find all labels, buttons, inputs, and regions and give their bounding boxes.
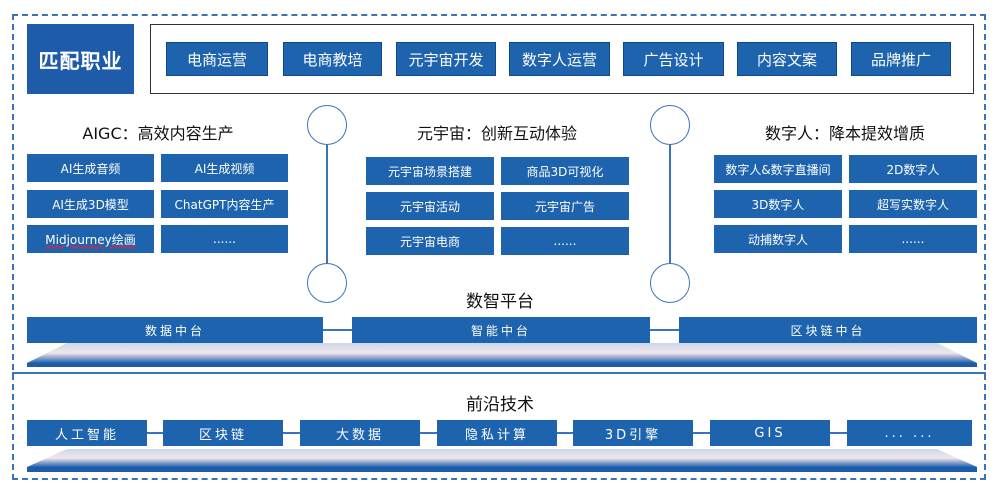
tag-item[interactable]: ...... bbox=[849, 225, 977, 253]
section-title-metaverse: 元宇宙：创新互动体验 bbox=[416, 124, 577, 143]
tech-item[interactable]: 3D引擎 bbox=[573, 420, 693, 446]
platform-bar[interactable]: 智能中台 bbox=[352, 317, 650, 343]
tag-item[interactable]: 商品3D可视化 bbox=[501, 157, 629, 185]
section-title-digital-human: 数字人：降本提效增质 bbox=[764, 124, 925, 143]
section-title-aigc: AIGC：高效内容生产 bbox=[82, 124, 234, 143]
tag-item[interactable]: 元宇宙场景搭建 bbox=[366, 157, 494, 185]
service-button[interactable]: 内容文案 bbox=[737, 42, 837, 76]
service-button[interactable]: 数字人运营 bbox=[509, 42, 610, 76]
connector-node-icon bbox=[650, 263, 690, 303]
tag-item[interactable]: ...... bbox=[501, 227, 629, 255]
platform-title: 数智平台 bbox=[466, 292, 534, 312]
platform-bar[interactable]: 区块链中台 bbox=[679, 317, 977, 343]
tech-item[interactable]: 隐私计算 bbox=[437, 420, 557, 446]
tech-item[interactable]: 人工智能 bbox=[27, 420, 147, 446]
top-services-frame bbox=[150, 24, 974, 94]
connector-line bbox=[326, 140, 328, 266]
connector-node-icon bbox=[307, 263, 347, 303]
tech-item[interactable]: 区块链 bbox=[163, 420, 283, 446]
tag-item[interactable]: ...... bbox=[161, 225, 288, 253]
service-button[interactable]: 电商运营 bbox=[166, 42, 268, 76]
tag-item[interactable]: 2D数字人 bbox=[849, 155, 977, 183]
tag-item[interactable]: 元宇宙广告 bbox=[501, 192, 629, 220]
section-divider bbox=[12, 372, 986, 374]
tag-item[interactable]: AI生成音频 bbox=[27, 154, 154, 182]
service-button[interactable]: 品牌推广 bbox=[851, 42, 951, 76]
tag-item[interactable]: 元宇宙活动 bbox=[366, 192, 494, 220]
service-button[interactable]: 电商教培 bbox=[283, 42, 382, 76]
tag-item[interactable]: Midjourney绘画 bbox=[27, 225, 154, 253]
outer-frame bbox=[12, 14, 986, 480]
platform-base-plate bbox=[27, 343, 977, 367]
tag-label: Midjourney绘画 bbox=[45, 232, 136, 247]
service-button[interactable]: 广告设计 bbox=[623, 42, 724, 76]
tech-title: 前沿技术 bbox=[466, 395, 534, 415]
tag-item[interactable]: 元宇宙电商 bbox=[366, 227, 494, 255]
tech-item[interactable]: ... ... bbox=[847, 420, 972, 446]
tag-item[interactable]: 动捕数字人 bbox=[714, 225, 842, 253]
tag-item[interactable]: 数字人&数字直播间 bbox=[714, 155, 842, 183]
brand-logo: 匹配职业 bbox=[27, 24, 134, 94]
connector-line bbox=[669, 140, 671, 266]
connector-node-icon bbox=[650, 105, 690, 145]
tech-item[interactable]: GIS bbox=[710, 420, 830, 446]
tag-item[interactable]: AI生成3D模型 bbox=[27, 190, 154, 218]
tag-item[interactable]: ChatGPT内容生产 bbox=[161, 190, 288, 218]
service-button[interactable]: 元宇宙开发 bbox=[396, 42, 496, 76]
connector-node-icon bbox=[307, 105, 347, 145]
tech-item[interactable]: 大数据 bbox=[300, 420, 420, 446]
tag-item[interactable]: 3D数字人 bbox=[714, 190, 842, 218]
tech-base-plate bbox=[27, 449, 977, 472]
tag-item[interactable]: 超写实数字人 bbox=[849, 190, 977, 218]
tag-item[interactable]: AI生成视频 bbox=[161, 154, 288, 182]
platform-bar[interactable]: 数据中台 bbox=[27, 317, 323, 343]
